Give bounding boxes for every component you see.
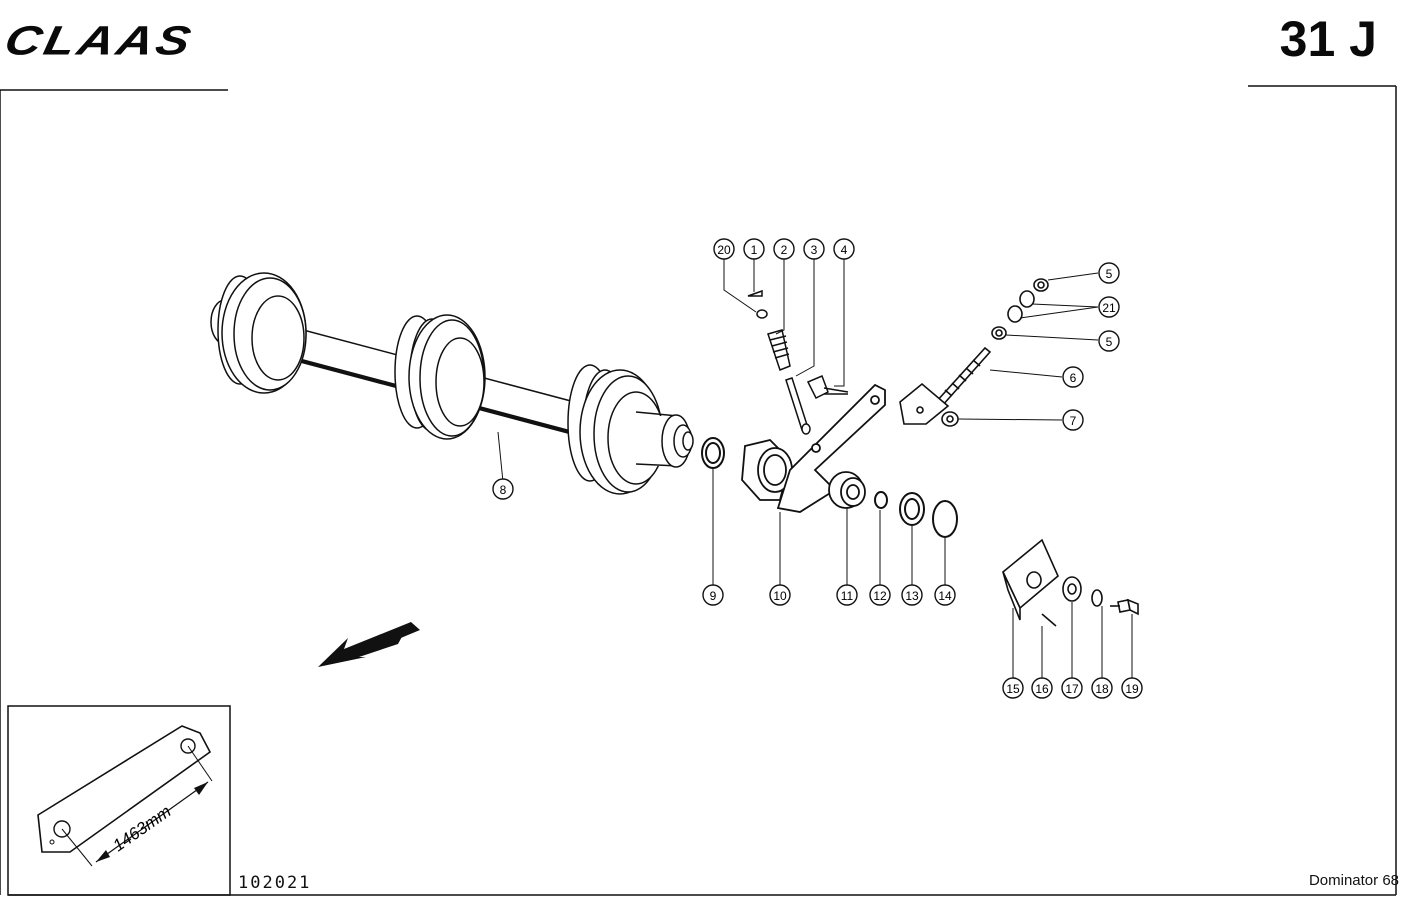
callout-20: 20 bbox=[713, 238, 735, 260]
callout-13: 13 bbox=[901, 584, 923, 606]
page-code: 31 J bbox=[1279, 11, 1377, 67]
upper-linkage-parts bbox=[747, 289, 849, 435]
leader-lines-right bbox=[957, 272, 1099, 421]
callout-11: 11 bbox=[836, 584, 858, 606]
callout-14: 14 bbox=[934, 584, 956, 606]
svg-text:6: 6 bbox=[1070, 371, 1077, 385]
washer-part-13 bbox=[899, 492, 925, 586]
svg-text:1: 1 bbox=[751, 243, 758, 257]
callout-10: 10 bbox=[769, 584, 791, 606]
callout-8: 8 bbox=[492, 478, 514, 500]
svg-text:2: 2 bbox=[781, 243, 788, 257]
drawing-number: 102021 bbox=[238, 873, 312, 893]
bearing-part-11 bbox=[828, 471, 866, 586]
inset-dimension-box bbox=[7, 705, 231, 896]
callout-6: 6 bbox=[1062, 366, 1084, 388]
callout-16: 16 bbox=[1031, 677, 1053, 699]
svg-text:15: 15 bbox=[1006, 682, 1020, 696]
svg-text:13: 13 bbox=[905, 589, 919, 603]
svg-text:12: 12 bbox=[873, 589, 887, 603]
block-assembly bbox=[1002, 538, 1139, 627]
ring-part-9 bbox=[701, 437, 725, 586]
callout-19: 19 bbox=[1121, 677, 1143, 699]
svg-text:9: 9 bbox=[710, 589, 717, 603]
svg-text:14: 14 bbox=[938, 589, 952, 603]
callout-21: 21 bbox=[1098, 296, 1120, 318]
callout-12: 12 bbox=[869, 584, 891, 606]
callout-1: 1 bbox=[743, 238, 765, 260]
svg-text:8: 8 bbox=[500, 483, 507, 497]
drum-shaft bbox=[210, 272, 694, 495]
svg-text:20: 20 bbox=[717, 243, 731, 257]
svg-text:11: 11 bbox=[841, 589, 854, 603]
leader-lines-upper bbox=[723, 258, 845, 387]
svg-text:18: 18 bbox=[1095, 682, 1109, 696]
page-border bbox=[0, 85, 1397, 896]
circlip-part-14 bbox=[932, 500, 958, 586]
model-name: Dominator 68 bbox=[1308, 872, 1399, 889]
callout-15: 15 bbox=[1002, 677, 1024, 699]
direction-arrow bbox=[318, 622, 420, 667]
svg-text:19: 19 bbox=[1125, 682, 1139, 696]
ring-part-12 bbox=[874, 491, 888, 586]
callout-4: 4 bbox=[833, 238, 855, 260]
svg-text:21: 21 bbox=[1102, 301, 1116, 315]
svg-text:7: 7 bbox=[1070, 414, 1077, 428]
svg-text:4: 4 bbox=[841, 243, 848, 257]
svg-text:10: 10 bbox=[773, 589, 787, 603]
callout-2: 2 bbox=[773, 238, 795, 260]
callout-18: 18 bbox=[1091, 677, 1113, 699]
bearing-housing-part-10 bbox=[741, 383, 886, 586]
svg-text:5: 5 bbox=[1106, 267, 1113, 281]
svg-text:5: 5 bbox=[1106, 335, 1113, 349]
brand-logo: CLAAS bbox=[0, 17, 198, 64]
callout-3: 3 bbox=[803, 238, 825, 260]
callout-5-lower: 5 bbox=[1098, 330, 1120, 352]
callout-5-top: 5 bbox=[1098, 262, 1120, 284]
callout-17: 17 bbox=[1061, 677, 1083, 699]
adjuster-parts bbox=[899, 278, 1049, 427]
inset-dimension-label: 1463mm bbox=[109, 802, 174, 856]
leader-lines-block bbox=[1012, 602, 1133, 678]
svg-text:17: 17 bbox=[1065, 682, 1079, 696]
callout-9: 9 bbox=[702, 584, 724, 606]
callout-7: 7 bbox=[1062, 409, 1084, 431]
svg-text:16: 16 bbox=[1035, 682, 1049, 696]
svg-text:3: 3 bbox=[811, 243, 818, 257]
